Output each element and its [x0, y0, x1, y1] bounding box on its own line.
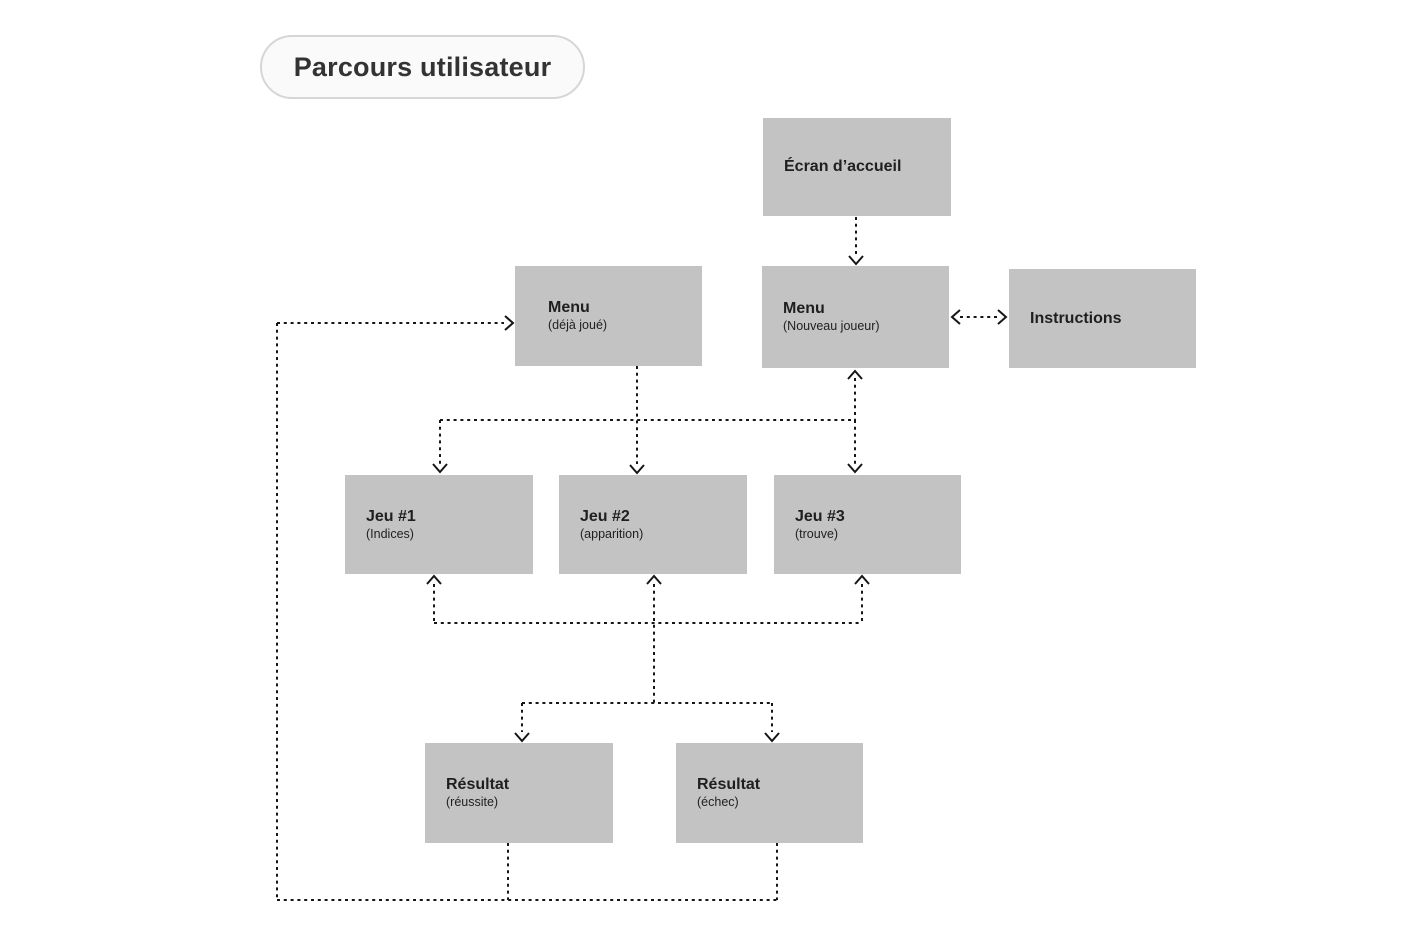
node-title: Écran d’accueil [784, 158, 902, 176]
node-title: Menu [548, 299, 590, 317]
node-subtitle: (réussite) [446, 795, 499, 810]
node-title: Résultat [697, 776, 761, 794]
node-title: Résultat [446, 776, 510, 794]
node-ecran-accueil: Écran d’accueil [763, 118, 951, 216]
node-title: Jeu #1 [366, 507, 416, 525]
diagram-title-badge: Parcours utilisateur [260, 35, 585, 99]
node-resultat-echec: Résultat (échec) [676, 743, 863, 843]
node-jeu-2: Jeu #2 (apparition) [559, 475, 747, 574]
node-title: Jeu #3 [795, 507, 845, 525]
node-resultat-reussite: Résultat (réussite) [425, 743, 613, 843]
node-subtitle: (Nouveau joueur) [783, 319, 880, 334]
diagram-title: Parcours utilisateur [293, 51, 552, 82]
node-title: Instructions [1030, 309, 1122, 327]
node-menu-nouveau-joueur: Menu (Nouveau joueur) [762, 266, 949, 368]
node-subtitle: (trouve) [795, 526, 839, 541]
node-subtitle: (Indices) [366, 526, 414, 541]
node-title: Jeu #2 [580, 507, 630, 525]
node-jeu-3: Jeu #3 (trouve) [774, 475, 961, 574]
node-subtitle: (apparition) [580, 526, 644, 541]
node-subtitle: (échec) [697, 795, 739, 810]
node-subtitle: (déjà joué) [548, 318, 608, 333]
node-title: Menu [783, 300, 825, 318]
node-jeu-1: Jeu #1 (Indices) [345, 475, 533, 574]
node-menu-deja-joue: Menu (déjà joué) [515, 266, 702, 366]
node-instructions: Instructions [1009, 269, 1196, 368]
